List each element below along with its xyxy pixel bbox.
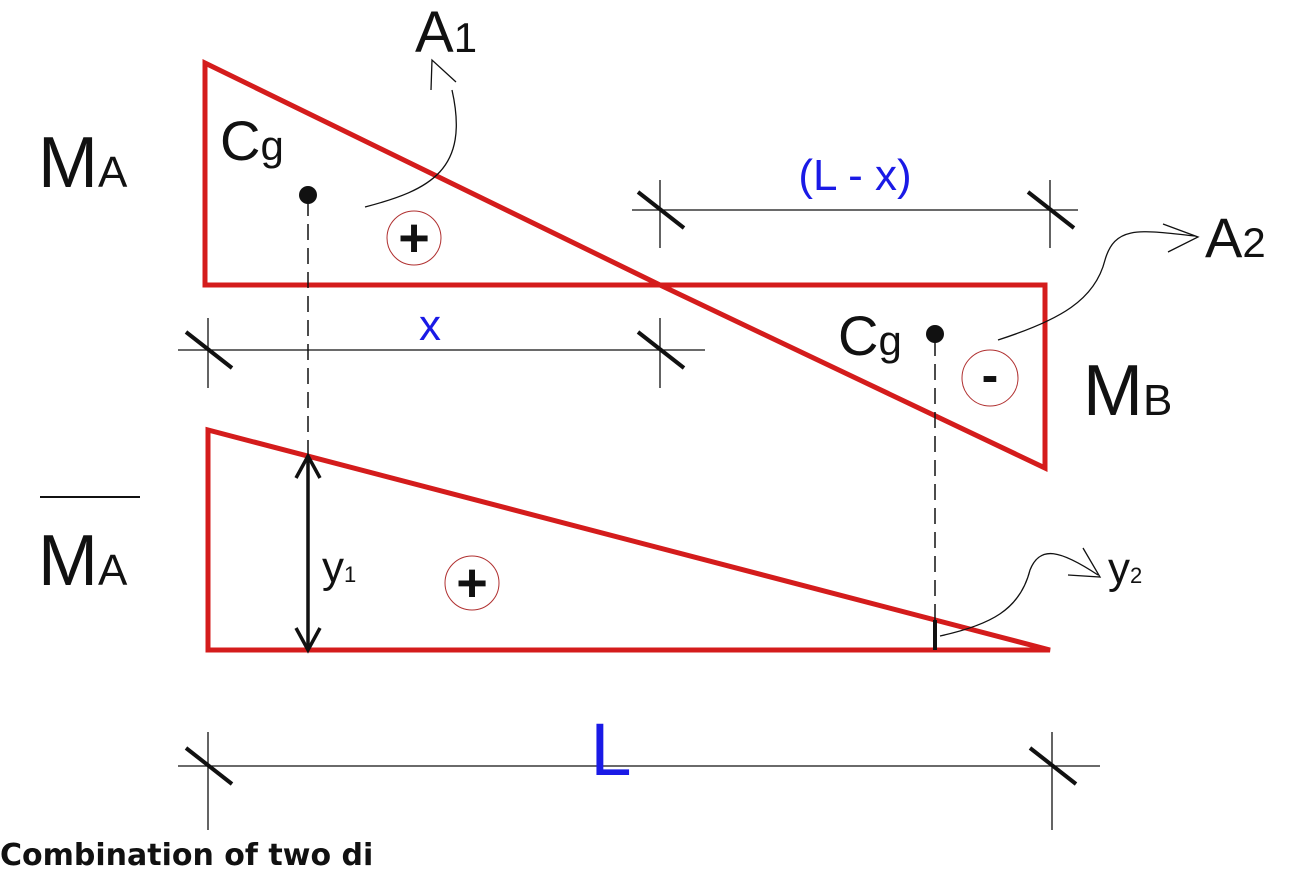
y2-arrowhead <box>1067 547 1102 578</box>
dimension-x <box>178 318 705 388</box>
label-l: L <box>590 708 631 791</box>
centroid-dot-2 <box>926 325 944 343</box>
area-a1-triangle <box>202 58 662 288</box>
a2-arrowhead <box>1162 223 1200 253</box>
plus-circle-bottom <box>444 555 500 611</box>
dimension-l-minus-x <box>632 180 1078 248</box>
label-l-minus-x: (L - x) <box>798 151 911 200</box>
area-a2-triangle <box>658 282 1048 472</box>
unit-moment-triangle <box>205 426 1051 653</box>
label-a1: A1 <box>415 0 477 65</box>
label-x: x <box>419 301 441 350</box>
plus-sign-bottom: + <box>456 553 488 613</box>
y1-dimension-arrow <box>294 452 322 654</box>
a1-leader-arrow <box>364 89 457 208</box>
label-cg-2: Cg <box>838 304 902 367</box>
minus-circle <box>961 349 1019 407</box>
label-y1: y1 <box>322 543 356 592</box>
caption-heading: Combination of two di <box>0 838 374 873</box>
plus-sign-top: + <box>398 208 430 268</box>
minus-sign: - <box>982 347 999 403</box>
label-a2: A2 <box>1205 206 1266 269</box>
plus-circle-top <box>386 210 442 266</box>
label-ma: MA <box>38 123 128 203</box>
a2-leader-arrow <box>997 231 1196 341</box>
a1-arrowhead <box>430 58 457 91</box>
label-ma-bar: MA <box>38 521 128 601</box>
centroid-dot-1 <box>299 186 317 204</box>
dimension-l <box>178 732 1100 830</box>
y2-leader-arrow <box>939 553 1099 637</box>
label-cg-1: Cg <box>220 109 284 172</box>
label-mb: MB <box>1083 351 1172 431</box>
label-y2: y2 <box>1108 544 1142 593</box>
